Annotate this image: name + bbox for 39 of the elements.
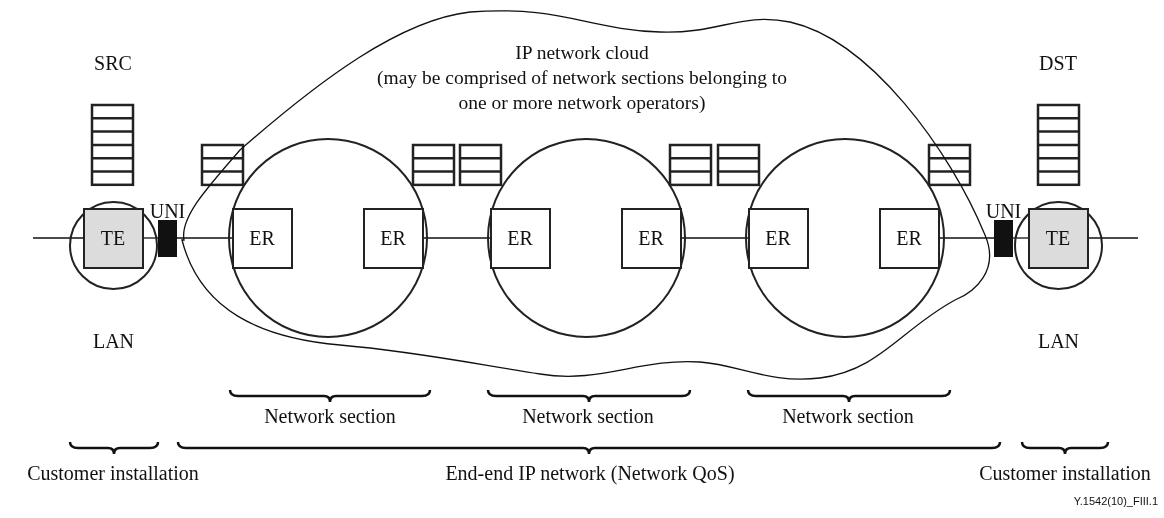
router-box bbox=[231, 207, 293, 269]
terminal-box bbox=[82, 207, 144, 269]
section-label: Network section bbox=[264, 405, 396, 428]
lan-label: LAN bbox=[1036, 330, 1081, 353]
figure-id: Y.1542(10)_FIII.1 bbox=[1073, 495, 1158, 507]
interface-block bbox=[158, 220, 177, 257]
interface-label: UNI bbox=[984, 200, 1023, 223]
section-label: Network section bbox=[782, 405, 914, 428]
router-box bbox=[620, 207, 682, 269]
connector-line bbox=[32, 237, 84, 239]
endpoint-label: DST bbox=[1039, 52, 1077, 75]
router-box bbox=[362, 207, 424, 269]
interface-label: UNI bbox=[148, 200, 187, 223]
connector-line bbox=[939, 237, 995, 239]
circle-outline bbox=[487, 138, 686, 338]
endpoint-label: SRC bbox=[94, 52, 132, 75]
circle-outline bbox=[228, 138, 428, 338]
node-label: TE bbox=[100, 226, 126, 250]
scope-label: Customer installation bbox=[27, 462, 199, 485]
cloud-title: IP network cloud bbox=[514, 41, 650, 65]
terminal-box bbox=[1027, 207, 1089, 269]
section-label: Network section bbox=[522, 405, 654, 428]
node-label: ER bbox=[638, 226, 664, 250]
node-label: TE bbox=[1045, 226, 1071, 250]
node-label: ER bbox=[507, 226, 533, 250]
node-label: ER bbox=[249, 226, 275, 250]
interface-block bbox=[994, 220, 1013, 257]
node-label: ER bbox=[765, 226, 791, 250]
cloud-description: (may be comprised of network sections belonging to one or more network operators) bbox=[376, 66, 788, 115]
connector-line bbox=[1088, 237, 1139, 239]
lan-label: LAN bbox=[91, 330, 136, 353]
node-label: ER bbox=[380, 226, 406, 250]
node-label: ER bbox=[896, 226, 922, 250]
scope-label: Customer installation bbox=[979, 462, 1151, 485]
circle-outline bbox=[745, 138, 945, 338]
router-box bbox=[489, 207, 551, 269]
scope-label: End-end IP network (Network QoS) bbox=[445, 462, 735, 485]
router-box bbox=[747, 207, 809, 269]
router-box bbox=[878, 207, 940, 269]
